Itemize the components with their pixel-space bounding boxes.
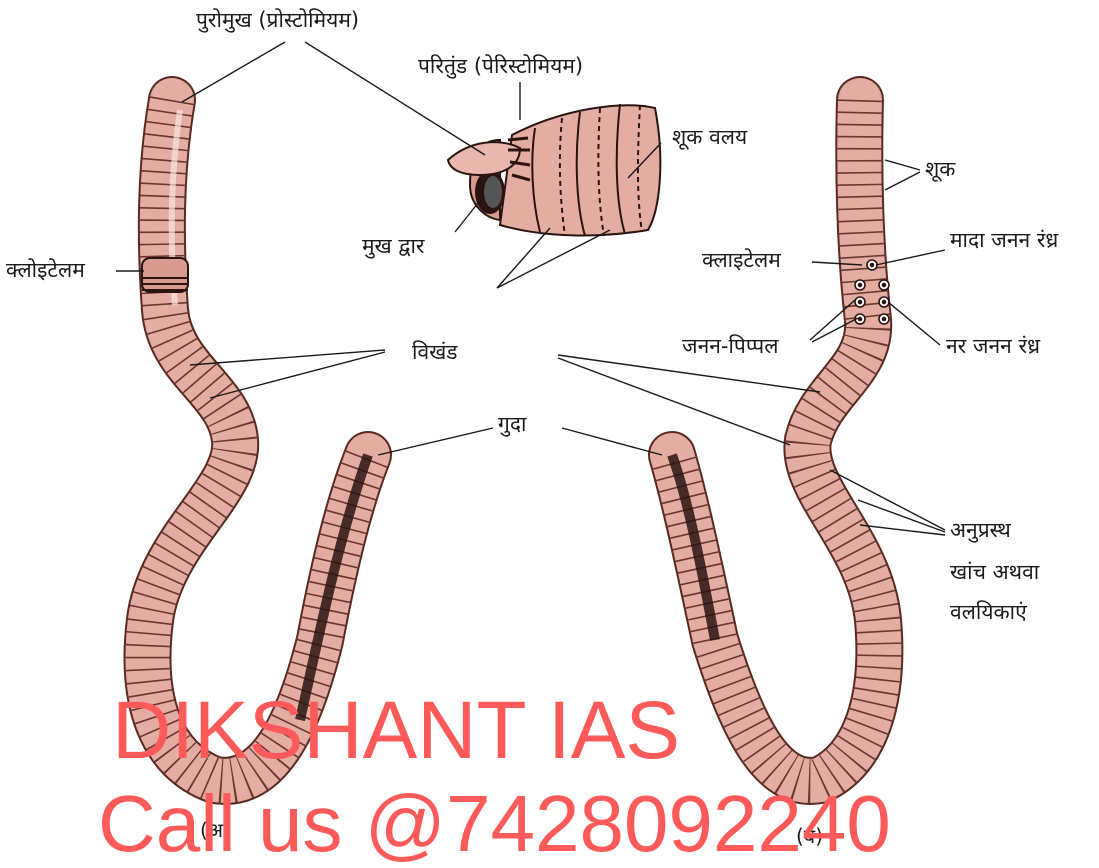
label-male-pore: नर जनन रंध्र [946, 334, 1040, 359]
label-setae-ring: शूक वलय [672, 125, 747, 150]
label-clitellum-right: क्लाइटेलम [702, 248, 781, 273]
label-genital-papillae: जनन-पिप्पल [682, 334, 778, 359]
label-female-pore: मादा जनन रंध्र [950, 228, 1058, 253]
label-anus: गुदा [498, 412, 526, 437]
label-furrows-1: अनुप्रस्थ [950, 518, 1011, 543]
label-peristomium: परितुंड (पेरिस्टोमियम) [418, 54, 583, 79]
label-mouth: मुख द्वार [362, 234, 425, 259]
label-setae: शूक [925, 157, 955, 182]
label-furrows-2: खांच अथवा [950, 560, 1039, 585]
label-clitellum-left: क्लोइटेलम [6, 258, 85, 283]
watermark-title: DIKSHANT IAS [112, 690, 680, 772]
anterior-end-enlarged [448, 104, 660, 236]
clitellum-a [142, 258, 188, 292]
watermark-phone: Call us @7428092240 [98, 784, 891, 864]
label-furrows-3: वलयिकाएं [950, 600, 1027, 625]
label-segments: विखंड [412, 340, 458, 365]
label-prostomium: पुरोमुख (प्रोस्टोमियम) [196, 8, 359, 33]
